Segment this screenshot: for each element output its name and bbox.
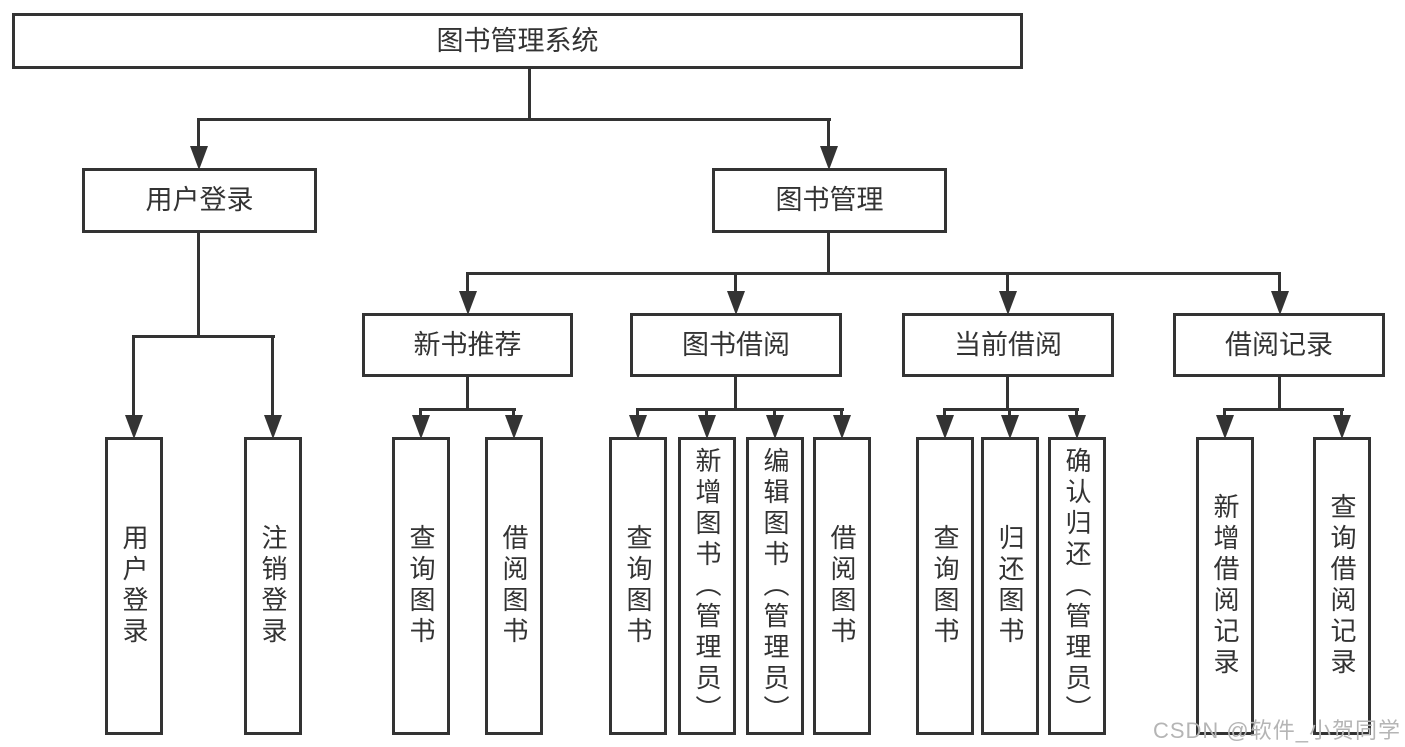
leaf-return-books: 归还图书 xyxy=(981,437,1039,735)
node-current-borrow-label: 当前借阅 xyxy=(954,329,1062,360)
arrowhead-down xyxy=(1271,291,1289,315)
connector-drop xyxy=(705,408,708,421)
connector-user-login-stem xyxy=(197,233,200,337)
arrowhead-down xyxy=(1068,415,1086,439)
arrowhead-down xyxy=(766,415,784,439)
leaf-add-borrow-record: 新增借阅记录 xyxy=(1196,437,1254,735)
leaf-query-books: 查询图书 xyxy=(916,437,974,735)
connector-drop xyxy=(1075,408,1078,421)
connector-drop xyxy=(1006,272,1009,293)
arrowhead-down xyxy=(936,415,954,439)
connector-drop xyxy=(943,408,946,421)
arrowhead-down xyxy=(1001,415,1019,439)
leaf-label: 查询借阅记录 xyxy=(1327,493,1357,679)
leaf-borrow-books: 借阅图书 xyxy=(485,437,543,735)
node-root-label: 图书管理系统 xyxy=(436,25,599,56)
node-book-borrow: 图书借阅 xyxy=(630,313,842,377)
connector-drop xyxy=(827,118,830,148)
leaf-label: 确认归还（管理员） xyxy=(1062,446,1092,726)
leaf-logout: 注销登录 xyxy=(244,437,302,735)
node-book-management-label: 图书管理 xyxy=(775,185,884,215)
connector-new-book-rail xyxy=(420,408,516,411)
node-root: 图书管理系统 xyxy=(12,13,1023,69)
connector-current-borrow-rail xyxy=(944,408,1079,411)
arrowhead-down xyxy=(698,415,716,439)
node-new-book-recommend: 新书推荐 xyxy=(362,313,573,377)
connector-drop xyxy=(773,408,776,421)
connector-new-book-stem xyxy=(466,377,469,411)
connector-user-login-rail xyxy=(133,335,275,338)
arrowhead-down xyxy=(629,415,647,439)
csdn-watermark: CSDN @软件_小贺同学 xyxy=(1152,718,1401,743)
connector-drop xyxy=(1278,272,1281,293)
connector-drop xyxy=(512,408,515,421)
arrowhead-down xyxy=(264,415,282,439)
arrowhead-down xyxy=(727,291,745,315)
leaf-label: 查询图书 xyxy=(930,524,960,648)
leaf-query-books: 查询图书 xyxy=(609,437,667,735)
leaf-add-books-admin: 新增图书（管理员） xyxy=(678,437,736,735)
connector-level2-rail xyxy=(198,118,831,121)
connector-drop xyxy=(1340,408,1343,421)
connector-book-mgmt-stem xyxy=(827,233,830,275)
arrowhead-down xyxy=(125,415,143,439)
arrowhead-down xyxy=(459,291,477,315)
arrowhead-down xyxy=(833,415,851,439)
node-book-management: 图书管理 xyxy=(712,168,947,233)
connector-borrow-record-stem xyxy=(1278,377,1281,411)
arrowhead-down xyxy=(820,146,838,170)
connector-book-borrow-rail xyxy=(637,408,844,411)
connector-book-borrow-stem xyxy=(734,377,737,411)
leaf-label: 新增图书（管理员） xyxy=(692,446,722,726)
node-borrow-records: 借阅记录 xyxy=(1173,313,1385,377)
connector-borrow-record-rail xyxy=(1224,408,1344,411)
leaf-query-books: 查询图书 xyxy=(392,437,450,735)
connector-root-stem xyxy=(528,69,531,118)
connector-drop xyxy=(132,335,135,417)
leaf-label: 编辑图书（管理员） xyxy=(760,446,790,726)
connector-drop xyxy=(1223,408,1226,421)
leaf-label: 借阅图书 xyxy=(827,524,857,648)
connector-drop xyxy=(466,272,469,293)
connector-drop xyxy=(419,408,422,421)
connector-drop xyxy=(840,408,843,421)
node-user-login: 用户登录 xyxy=(82,168,317,233)
arrowhead-down xyxy=(505,415,523,439)
arrowhead-down xyxy=(1333,415,1351,439)
leaf-user-login: 用户登录 xyxy=(105,437,163,735)
leaf-query-borrow-record: 查询借阅记录 xyxy=(1313,437,1371,735)
connector-drop xyxy=(197,118,200,148)
leaf-label: 用户登录 xyxy=(119,524,149,648)
node-borrow-records-label: 借阅记录 xyxy=(1225,329,1333,360)
connector-level3-rail xyxy=(467,272,1281,275)
connector-drop xyxy=(734,272,737,293)
connector-current-borrow-stem xyxy=(1006,377,1009,411)
leaf-label: 查询图书 xyxy=(406,524,436,648)
node-book-borrow-label: 图书借阅 xyxy=(682,329,790,360)
connector-drop xyxy=(636,408,639,421)
arrowhead-down xyxy=(1216,415,1234,439)
leaf-label: 新增借阅记录 xyxy=(1210,493,1240,679)
leaf-label: 查询图书 xyxy=(623,524,653,648)
node-current-borrow: 当前借阅 xyxy=(902,313,1114,377)
leaf-label: 注销登录 xyxy=(258,524,288,648)
connector-drop xyxy=(271,335,274,417)
node-user-login-label: 用户登录 xyxy=(145,185,254,215)
leaf-confirm-return-admin: 确认归还（管理员） xyxy=(1048,437,1106,735)
arrowhead-down xyxy=(412,415,430,439)
node-new-book-recommend-label: 新书推荐 xyxy=(413,329,522,360)
leaf-label: 借阅图书 xyxy=(499,524,529,648)
leaf-edit-books-admin: 编辑图书（管理员） xyxy=(746,437,804,735)
leaf-borrow-books: 借阅图书 xyxy=(813,437,871,735)
arrowhead-down xyxy=(999,291,1017,315)
leaf-label: 归还图书 xyxy=(995,524,1025,648)
arrowhead-down xyxy=(190,146,208,170)
connector-drop xyxy=(1008,408,1011,421)
